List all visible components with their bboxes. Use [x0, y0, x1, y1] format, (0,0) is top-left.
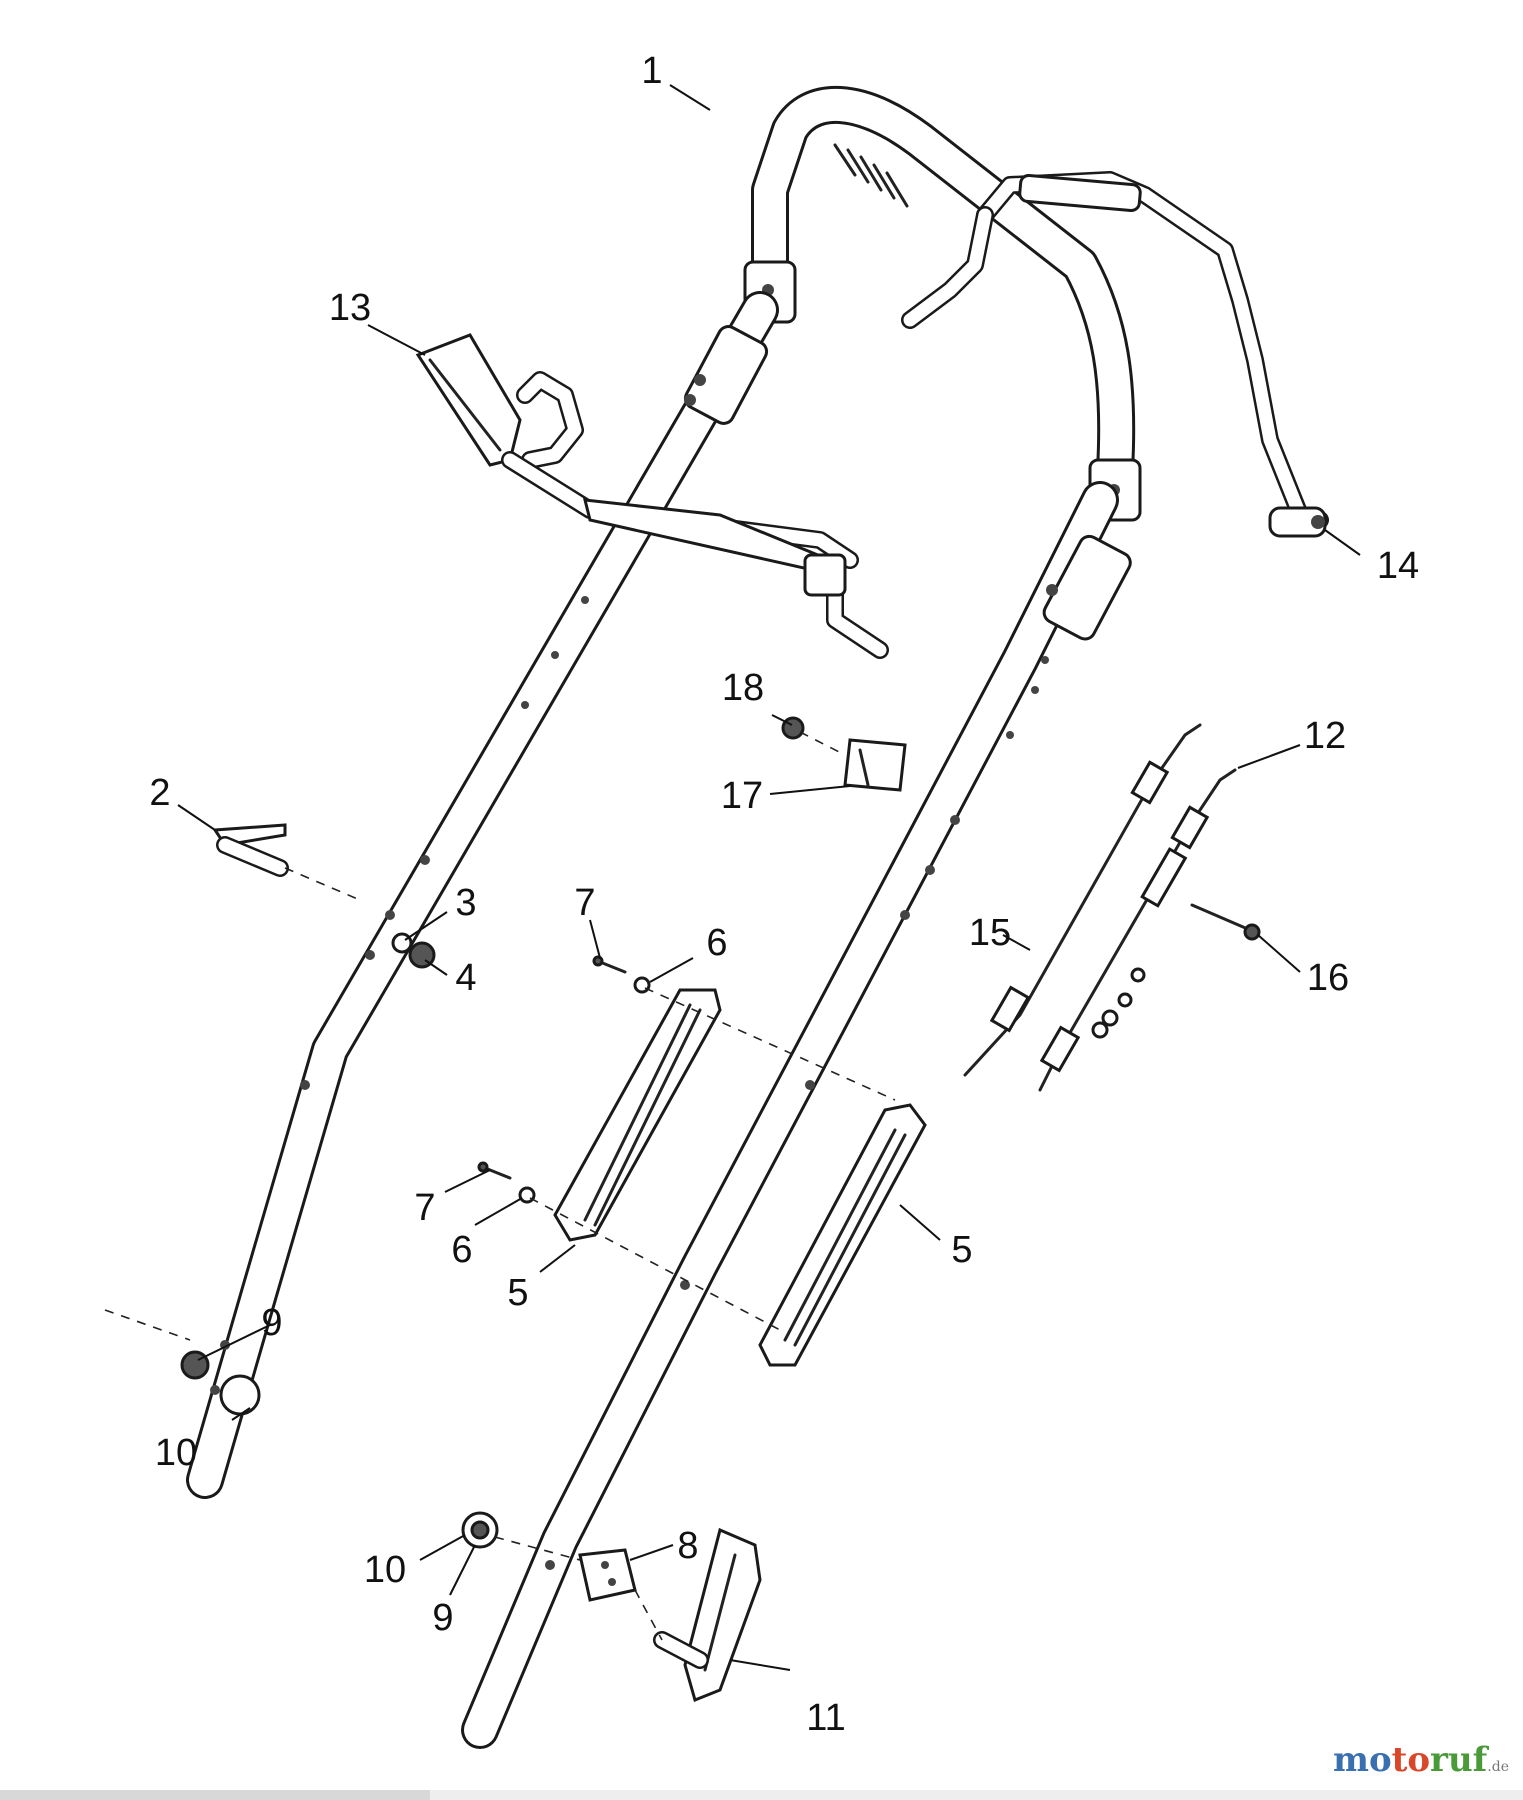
- label-4: 4: [455, 957, 476, 999]
- watermark-part3: ruf: [1430, 1740, 1488, 1780]
- watermark-part1: mo: [1332, 1740, 1392, 1780]
- label-2: 2: [149, 772, 170, 814]
- label-3: 3: [455, 882, 476, 924]
- cable-15: [963, 723, 1202, 1077]
- cable-12: [1038, 768, 1237, 1092]
- label-17: 17: [721, 775, 763, 817]
- cable-clip-left: [553, 988, 722, 1242]
- bail-grip-pad: [1018, 173, 1142, 213]
- label-5-right: 5: [951, 1229, 972, 1271]
- wing-pin: [212, 823, 289, 877]
- part-labels: 1 2 3 4 5 5 6 6 7 7 8 9 9 10 10 11 12 13…: [149, 50, 1419, 1739]
- washer-9-left: [180, 1350, 210, 1380]
- knob-10-left: [219, 1374, 261, 1416]
- label-9-right: 9: [432, 1597, 453, 1639]
- label-7-lower: 7: [414, 1187, 435, 1229]
- label-10-left: 10: [155, 1432, 197, 1474]
- label-10-right: 10: [364, 1549, 406, 1591]
- label-9-left: 9: [261, 1302, 282, 1344]
- label-16: 16: [1307, 957, 1349, 999]
- leader-lines: [177, 84, 1361, 1671]
- washer-6-upper: [633, 976, 651, 994]
- bail-lever: [901, 171, 1329, 538]
- cable-clip-right: [758, 1103, 927, 1367]
- cable-lever-assembly: [415, 333, 889, 659]
- label-5-left: 5: [507, 1272, 528, 1314]
- lower-right-tube: [461, 481, 1132, 1749]
- label-18: 18: [722, 667, 764, 709]
- label-1: 1: [641, 50, 662, 92]
- quick-release-lever-11: [653, 1527, 762, 1703]
- label-6-lower: 6: [451, 1229, 472, 1271]
- screw-7-upper: [598, 960, 627, 974]
- footer-bar: [0, 1790, 430, 1800]
- label-15: 15: [969, 912, 1011, 954]
- watermark-part2: to: [1391, 1740, 1431, 1780]
- grip-ridges: [833, 143, 909, 208]
- label-13: 13: [329, 287, 371, 329]
- cable-guide-17: [843, 738, 907, 792]
- motoruf-watermark: motoruf.de: [1333, 1740, 1509, 1780]
- upper-handle: [743, 85, 1142, 522]
- right-tube-joint: [1042, 534, 1132, 641]
- alignment-lines: [104, 731, 896, 1641]
- label-12: 12: [1304, 715, 1346, 757]
- clamp-block-8: [578, 1548, 637, 1602]
- footer-bar-right: [430, 1790, 1523, 1800]
- bolt-16: [1190, 903, 1252, 932]
- watermark-suffix: .de: [1487, 1759, 1509, 1775]
- label-6-upper: 6: [706, 922, 727, 964]
- label-8: 8: [677, 1525, 698, 1567]
- left-tube-joint: [683, 325, 769, 425]
- label-14: 14: [1377, 545, 1419, 587]
- label-11: 11: [806, 1697, 845, 1739]
- label-7-upper: 7: [574, 882, 595, 924]
